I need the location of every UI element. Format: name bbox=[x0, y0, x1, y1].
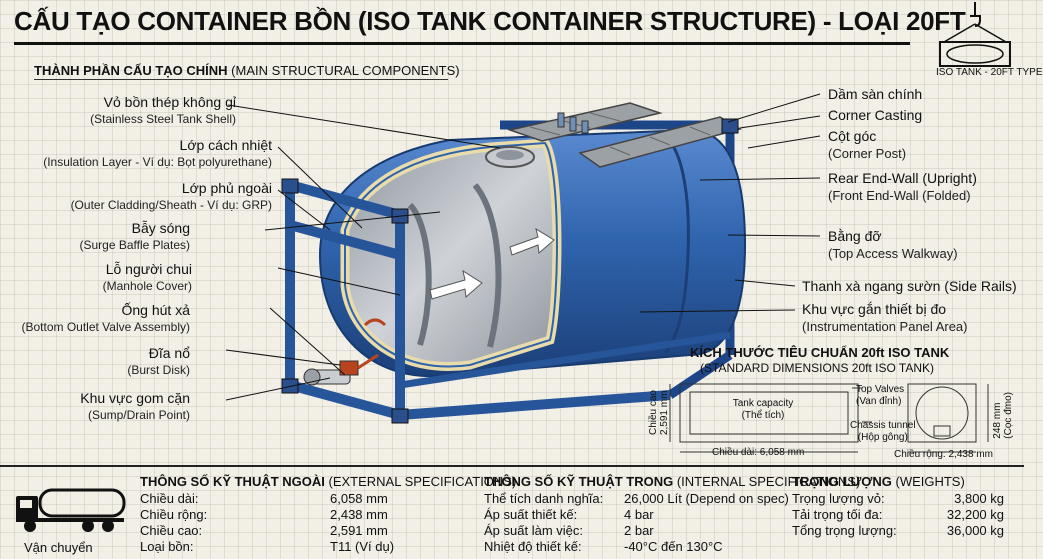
label-instrumentation: Khu vực gắn thiết bị đo(Instrumentation … bbox=[802, 301, 968, 334]
transport-label: Vận chuyển bbox=[24, 540, 93, 555]
dim-capacity: Tank capacity(Thể tích) bbox=[732, 398, 794, 421]
label-bottom-outlet: Ống hút xả(Bottom Outlet Valve Assembly) bbox=[21, 302, 190, 334]
label-corner-casting: Corner Casting bbox=[828, 107, 923, 123]
title-underline bbox=[14, 42, 910, 45]
spec-row: Chiều rộng:2,438 mm bbox=[140, 507, 388, 522]
dimensions-drawing bbox=[669, 383, 989, 453]
spec-row: Chiều dài:6,058 mm bbox=[140, 491, 388, 506]
side-rail bbox=[399, 331, 731, 389]
top-valves bbox=[557, 112, 589, 134]
corner-casting bbox=[281, 118, 739, 424]
label-outer-cladding: Lớp phủ ngoài(Outer Cladding/Sheath - Ví… bbox=[70, 180, 272, 212]
tanker-truck-icon bbox=[16, 488, 126, 532]
spec-row: Áp suất làm việc:2 bar bbox=[484, 523, 654, 538]
section-heading-underline bbox=[34, 79, 448, 80]
spec-row: Tải trọng tối đa:32,200 kg bbox=[792, 507, 1004, 522]
flow-arrow bbox=[429, 269, 483, 300]
flow-arrow bbox=[509, 227, 555, 256]
bottom-outlet-valve bbox=[303, 353, 379, 386]
label-burst-disk: Đĩa nổ(Burst Disk) bbox=[127, 345, 190, 377]
label-tank-shell: Vỏ bồn thép không gỉ(Stainless Steel Tan… bbox=[90, 94, 236, 126]
label-end-wall: Rear End-Wall (Upright)(Front End-Wall (… bbox=[828, 170, 977, 203]
label-surge-baffle: Bẫy sóng(Surge Baffle Plates) bbox=[79, 220, 190, 252]
dim-width: Chiều rộng: 2,438 mm bbox=[894, 449, 993, 460]
external-specs: THÔNG SỐ KỸ THUẬT NGOÀI (EXTERNAL SPECIF… bbox=[140, 474, 517, 554]
spec-row: Nhiệt độ thiết kế:-40°C đến 130°C bbox=[484, 539, 723, 554]
label-main-floor-beam: Dầm sàn chính bbox=[828, 86, 923, 102]
corner-badge-label: ISO TANK - 20FT TYPE bbox=[936, 67, 1043, 78]
surge-baffle bbox=[472, 183, 502, 348]
spec-row: Thể tích danh nghĩa:26,000 Lít (Depend o… bbox=[484, 491, 789, 506]
burst-disk bbox=[363, 318, 387, 327]
dim-length: Chiều dài: 6,058 mm bbox=[712, 447, 805, 458]
label-corner-post: Cột góc(Corner Post) bbox=[828, 128, 907, 161]
section-heading: THÀNH PHẦN CẤU TẠO CHÍNH (MAIN STRUCTURA… bbox=[34, 63, 460, 78]
leader-lines bbox=[225, 93, 821, 401]
dim-side: 248 mm(Cọc đmo) bbox=[992, 392, 1014, 439]
spec-row: Trọng lượng vỏ:3,800 kg bbox=[792, 491, 1004, 506]
dimensions-heading: KÍCH THƯỚC TIÊU CHUẨN 20ft ISO TANK bbox=[690, 345, 950, 360]
weights-specs: TRỌNG LƯỢNG (WEIGHTS) Trọng lượng vỏ:3,8… bbox=[792, 474, 1004, 538]
label-manhole: Lỗ người chui(Manhole Cover) bbox=[102, 261, 192, 293]
spec-row: Loại bồn:T11 (Ví dụ) bbox=[140, 539, 395, 554]
tank-illustration bbox=[281, 102, 747, 424]
dim-chassis: Chassis tunnel(Hộp gông) bbox=[850, 420, 916, 443]
label-insulation: Lớp cách nhiệt(Insulation Layer - Ví dụ:… bbox=[43, 137, 272, 169]
spec-row: Tổng trọng lượng:36,000 kg bbox=[792, 523, 1004, 538]
label-side-rails: Thanh xà ngang sườn (Side Rails) bbox=[802, 278, 1017, 294]
spec-row: Áp suất thiết kế:4 bar bbox=[484, 507, 654, 522]
label-sump: Khu vực gom cặn(Sump/Drain Point) bbox=[80, 390, 190, 422]
spec-divider bbox=[0, 465, 1024, 467]
iso-tank-crane-icon bbox=[939, 2, 1011, 67]
label-walkway: Bằng đỡ(Top Access Walkway) bbox=[828, 228, 958, 261]
page-title: CẤU TẠO CONTAINER BỒN (ISO TANK CONTAINE… bbox=[14, 6, 966, 36]
tank-ring bbox=[659, 131, 690, 354]
top-walkway bbox=[578, 116, 742, 168]
dim-top-valves: Top Valves(Van đỉnh) bbox=[856, 384, 905, 407]
internal-specs: THÔNG SỐ KỸ THUẬT TRONG (INTERNAL SPECIF… bbox=[484, 474, 861, 554]
dimensions-subheading: (STANDARD DIMENSIONS 20ft ISO TANK) bbox=[700, 361, 935, 375]
spec-row: Chiều cao:2,591 mm bbox=[140, 523, 388, 538]
